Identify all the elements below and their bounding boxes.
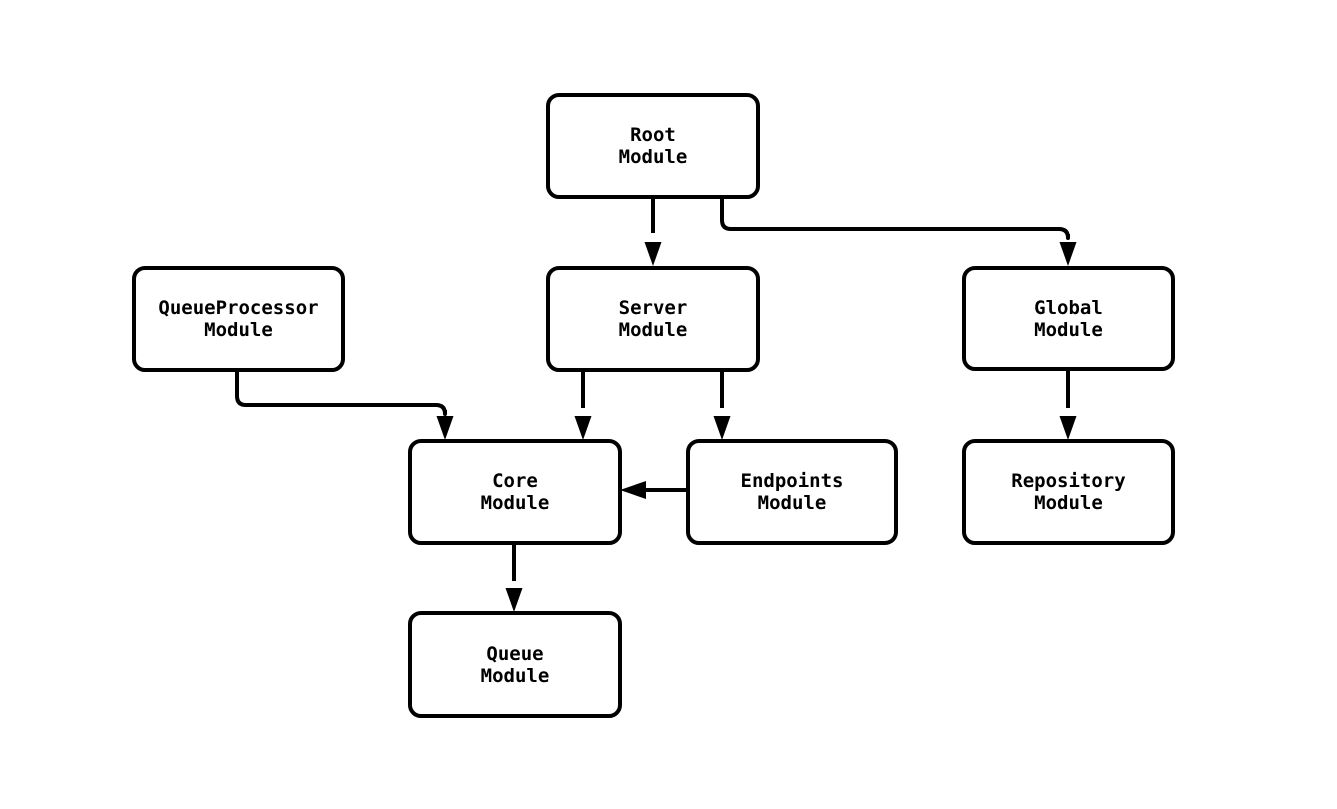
node-root[interactable] [546,93,760,199]
node-global[interactable] [962,266,1175,371]
node-queueprocessor[interactable] [132,266,345,372]
node-queue[interactable] [408,611,622,718]
nodes-layer [132,93,1175,718]
edge-root-global [720,197,1077,266]
node-repository[interactable] [962,439,1175,545]
edge-root-server [644,197,662,266]
node-core[interactable] [408,439,622,545]
edge-server-core [574,370,592,440]
edge-server-endpoints [713,370,731,440]
edge-core-queue [505,543,523,612]
edge-global-repository [1059,369,1077,440]
edge-queueprocessor-core [235,370,454,440]
node-server[interactable] [546,266,760,372]
edge-endpoints-core [620,481,688,499]
edges-layer [235,197,1077,612]
node-endpoints[interactable] [686,439,898,545]
